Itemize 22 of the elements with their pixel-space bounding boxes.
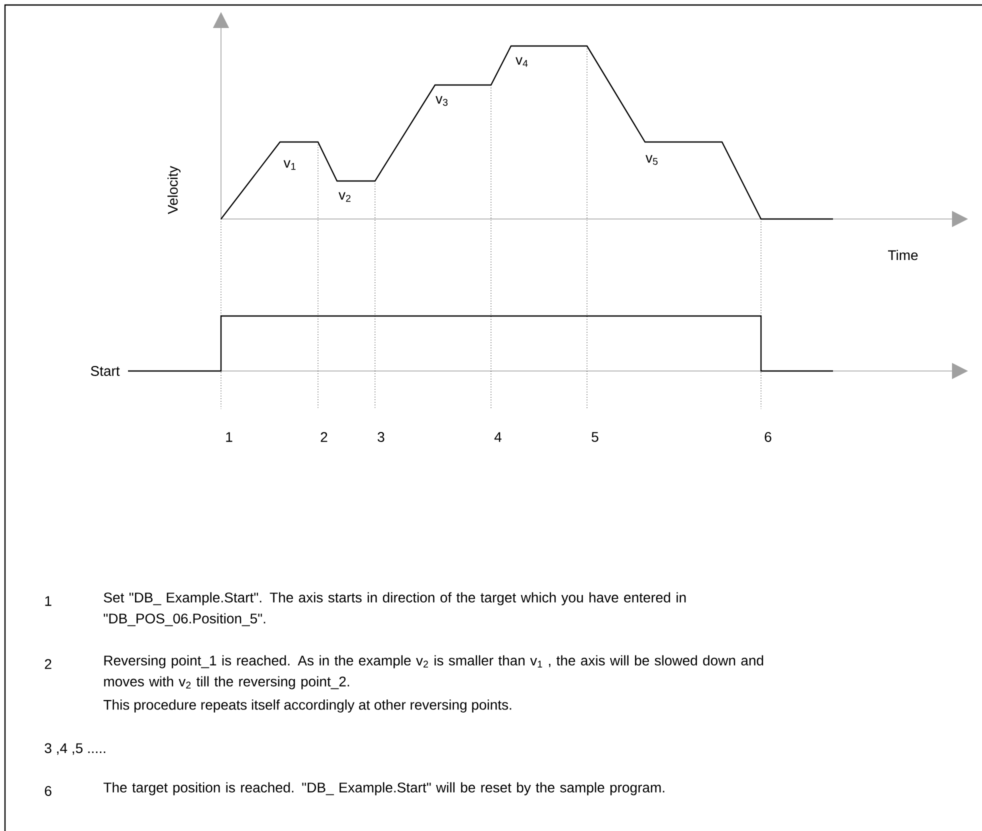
point-number: 3 [378,432,384,442]
step-number: 1 [45,596,52,606]
point-number: 2 [320,432,328,442]
velocity-label: v$_{1}$ [284,160,296,170]
step-text: Set "DB_ Example.Start". The axis starts in direction of the target which you have entered in "DB_POS_06.Position_5". [104,592,686,626]
point-number: 4 [494,432,502,442]
step-text: The target position is reached. "DB_ Example.Start" will be reset by the sample program. [104,782,664,796]
step-number: 6 [44,786,52,796]
velocity-label: v$_{3}$ [436,96,448,106]
axis-label: Velocity [167,166,181,214]
step-text: 3 ,4 ,5 ..... [44,743,106,755]
step-text: Reversing point_1 is reached. As in the example v$_{2}$ is smaller than v$_{1}$ , the axis will be slowed down and moves with v$_{2}$ till the reversing point_2. [104,655,764,690]
velocity-label: v$_{4}$ [516,57,528,67]
step-text: This procedure repeats itself accordingly at other reversing points. [104,699,512,713]
axis-label: Time [888,250,918,260]
step-number: 2 [44,659,52,669]
signal-label: Start [90,366,120,376]
velocity-label: v$_{5}$ [646,155,658,165]
point-number: 5 [592,432,598,442]
velocity-label: v$_{2}$ [338,192,350,202]
point-number: 1 [226,432,232,442]
point-number: 6 [764,432,772,442]
